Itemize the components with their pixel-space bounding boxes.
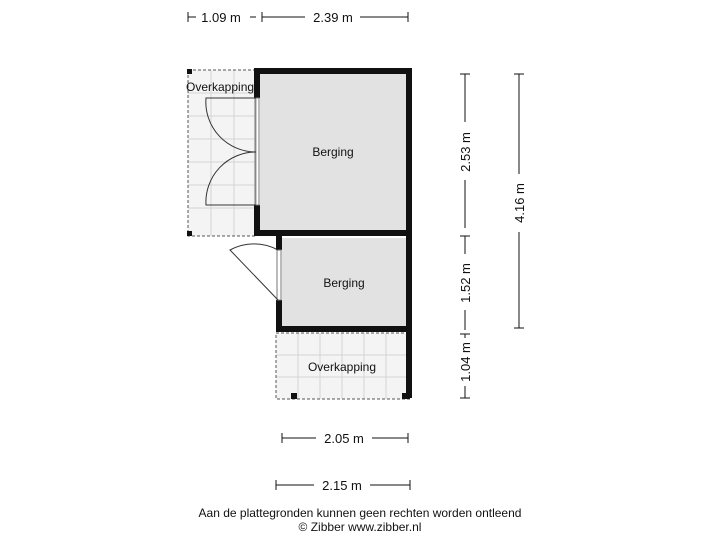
dimension-label-4-16: 4.16 m	[512, 183, 527, 223]
dimension-label-2-05: 2.05 m	[324, 431, 364, 446]
dimension-top-left: 1.09 m	[187, 10, 256, 25]
footer-disclaimer: Aan de plattegronden kunnen geen rechten…	[198, 506, 522, 520]
dimension-right-416: 4.16 m	[512, 73, 527, 329]
dimension-label-1-04: 1.04 m	[458, 342, 473, 382]
berging-bottom-floor	[282, 238, 406, 328]
dimension-label-1-52: 1.52 m	[458, 263, 473, 303]
dimension-label-1-09: 1.09 m	[201, 10, 241, 25]
berging-bottom-label: Berging	[323, 276, 364, 290]
dimension-bottom-205: 2.05 m	[281, 431, 409, 446]
overkapping-bottom-label: Overkapping	[308, 360, 376, 374]
footer-credit: © Zibber www.zibber.nl	[298, 520, 422, 534]
berging-top-label: Berging	[312, 145, 353, 159]
dimension-top-right: 2.39 m	[261, 10, 409, 25]
dimension-bottom-215: 2.15 m	[275, 478, 411, 493]
dimension-label-2-39: 2.39 m	[313, 10, 353, 25]
dimension-label-2-15: 2.15 m	[322, 478, 362, 493]
dimension-right-152: 1.52 m	[458, 235, 473, 330]
berging-top-floor	[260, 74, 406, 232]
dimension-label-2-53: 2.53 m	[458, 132, 473, 172]
overkapping-left-label: Overkapping	[186, 80, 254, 94]
double-door-left	[205, 97, 260, 206]
door-bottom-room	[229, 243, 282, 301]
walls	[254, 68, 412, 398]
dimension-right-104: 1.04 m	[458, 333, 473, 399]
dimension-right-253: 2.53 m	[458, 73, 473, 228]
